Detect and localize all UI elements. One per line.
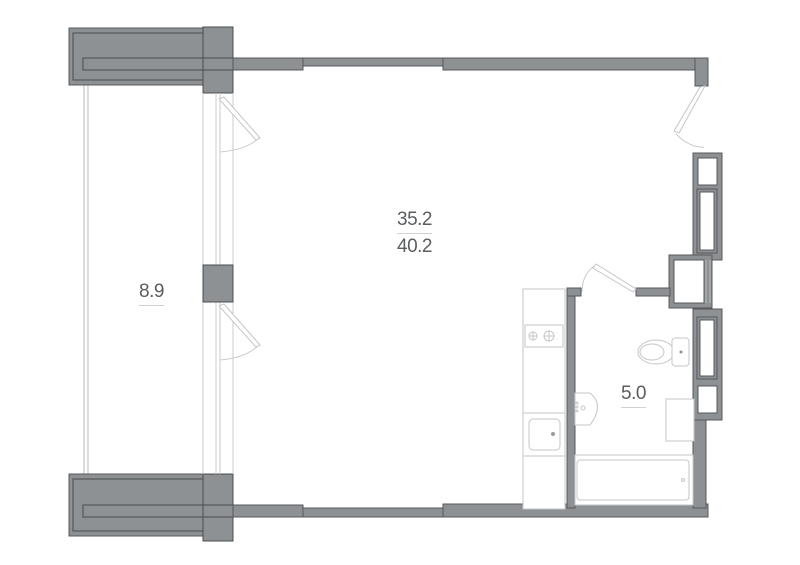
balcony-door-lower <box>218 303 261 361</box>
balcony-slab-bottom <box>68 473 244 542</box>
facade-glazing <box>202 93 234 474</box>
shaft-middle <box>668 254 713 309</box>
balcony-railing <box>83 84 89 474</box>
shaft-lower <box>692 308 723 421</box>
main-room-area: 35.2 40.2 <box>397 210 432 256</box>
kitchen-sink-icon <box>528 418 561 451</box>
bathroom-door <box>581 263 637 293</box>
washing-machine-space <box>665 398 695 442</box>
balcony-slab-top <box>68 26 244 94</box>
stove-icon <box>528 330 555 342</box>
balcony-door-upper <box>218 96 261 153</box>
entrance-door <box>673 85 706 148</box>
bathtub-icon <box>574 454 694 506</box>
shaft-upper <box>692 152 723 261</box>
kitchen-counter <box>522 288 566 510</box>
main-room-living-area: 35.2 <box>397 210 432 234</box>
balcony-area: 8.9 <box>139 282 164 306</box>
wall-top <box>232 57 709 87</box>
washbasin-icon <box>574 392 598 426</box>
bathroom-area: 5.0 <box>621 384 646 408</box>
wall-bottom <box>232 503 709 518</box>
main-room-total-area: 40.2 <box>397 236 432 257</box>
toilet-icon <box>637 337 690 367</box>
